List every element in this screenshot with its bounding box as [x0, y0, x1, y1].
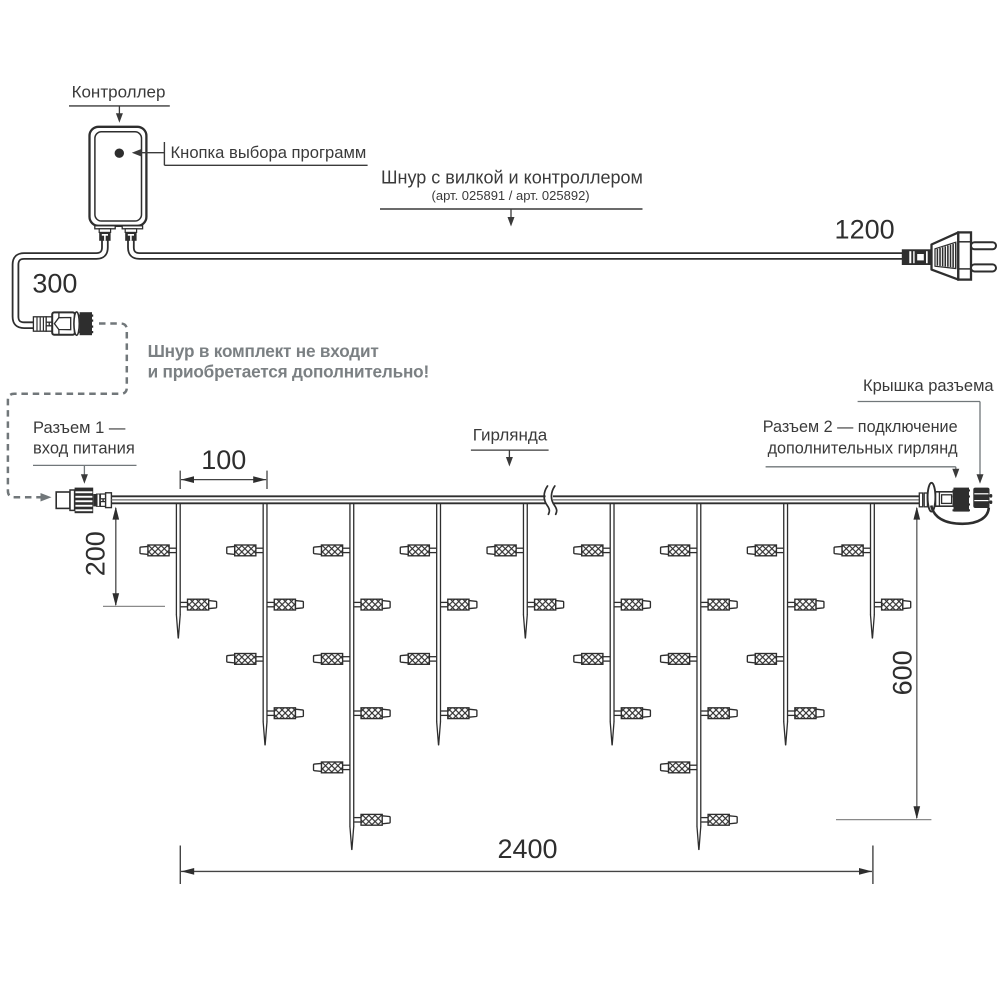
svg-text:1200: 1200 [835, 215, 895, 245]
svg-text:Контроллер: Контроллер [72, 83, 166, 102]
svg-text:Шнур с вилкой и контроллером: Шнур с вилкой и контроллером [381, 168, 643, 188]
svg-text:600: 600 [888, 650, 918, 695]
svg-text:Разъем 1 —: Разъем 1 — [33, 419, 126, 437]
svg-text:Шнур в комплект не входит: Шнур в комплект не входит [148, 341, 379, 361]
svg-text:дополнительных гирлянд: дополнительных гирлянд [768, 439, 959, 457]
svg-text:2400: 2400 [497, 834, 557, 864]
svg-text:вход питания: вход питания [33, 439, 135, 457]
svg-text:Кнопка выбора программ: Кнопка выбора программ [171, 143, 367, 162]
svg-text:(арт. 025891 / арт. 025892): (арт. 025891 / арт. 025892) [432, 188, 590, 203]
svg-text:200: 200 [81, 531, 111, 576]
svg-text:Гирлянда: Гирлянда [473, 426, 548, 445]
svg-text:и приобретается дополнительно!: и приобретается дополнительно! [148, 361, 429, 381]
svg-text:Крышка разъема: Крышка разъема [863, 377, 994, 395]
svg-text:100: 100 [201, 445, 246, 475]
svg-text:Разъем 2 — подключение: Разъем 2 — подключение [763, 418, 958, 436]
svg-text:300: 300 [32, 269, 77, 299]
